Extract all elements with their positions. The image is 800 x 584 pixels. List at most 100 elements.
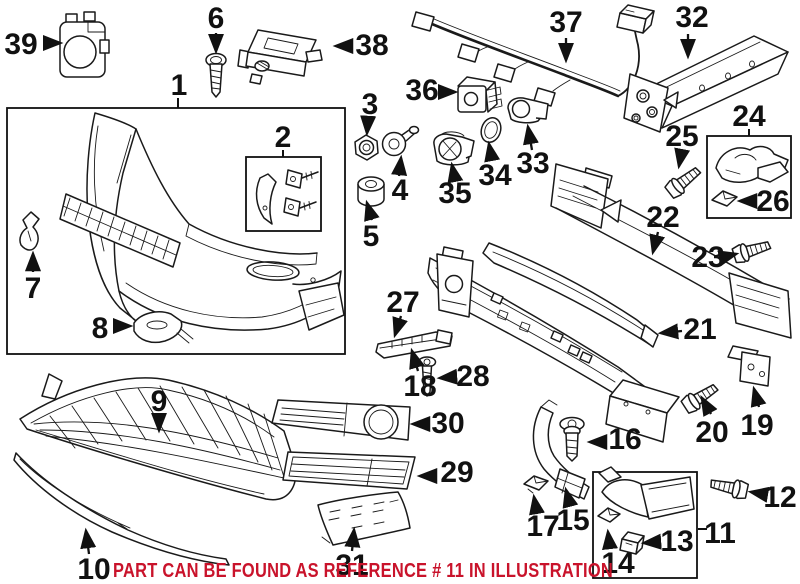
part-label-8: 8 [92,312,109,345]
part-label-33: 33 [516,147,549,180]
part-14-clip-drawing [597,507,621,523]
part-12-bolt-drawing [710,479,750,500]
part-label-34: 34 [478,159,512,192]
part-label-15: 15 [556,504,589,537]
part-36-sensor-retainer-drawing [457,76,503,113]
part-30-fog-grille-drawing [271,399,411,441]
arrow-10 [80,527,97,555]
arrow-17 [529,493,545,516]
part-label-18: 18 [403,370,436,403]
part-label-32: 32 [675,1,708,34]
part-5-grommet-drawing [357,176,385,207]
part-label-19: 19 [740,409,773,442]
part-10-trim-strip-drawing [13,452,230,566]
part-label-26: 26 [756,185,789,218]
part-label-5: 5 [363,220,380,253]
part-16-rivet-drawing [559,416,585,462]
part-label-4: 4 [392,174,409,207]
arrow-19 [750,385,767,408]
sensor-lens [63,35,97,69]
part-label-10: 10 [77,553,110,584]
part-6-screw-drawing [205,52,227,98]
part-21-absorber-drawing [482,242,659,348]
arrow-18 [409,347,425,372]
part-label-22: 22 [646,201,679,234]
part-label-13: 13 [660,525,693,558]
part-8-bracket-drawing [133,311,194,344]
part-1-bumper-cover-drawing [59,112,345,331]
part-label-23: 23 [691,241,724,274]
arrow-5 [364,199,380,222]
part-label-14: 14 [601,547,635,580]
arrow-4 [391,154,408,177]
part-label-29: 29 [440,456,473,489]
part-11-bracket-drawing [598,466,695,520]
arrow-33 [523,123,539,151]
callout-arrows [24,33,770,555]
arrow-25 [674,147,691,170]
part-27-rail-drawing [375,329,453,359]
part-label-30: 30 [431,407,464,440]
part-34-seal-ring-drawing [480,117,502,143]
part-38-module-drawing [237,29,323,85]
part-label-28: 28 [456,360,489,393]
part-label-1: 1 [171,69,188,102]
part-label-3: 3 [362,88,379,121]
arrow-27 [392,315,408,339]
part-label-7: 7 [25,272,42,305]
arrow-13 [640,533,662,550]
part-35-sensor-housing-drawing [433,131,475,166]
arrow-35 [447,161,464,184]
part-label-16: 16 [608,423,641,456]
group-box-part-11 [592,471,698,579]
arrow-3 [360,115,377,137]
part-37-harness-drawing [411,4,655,107]
part-18-reinforcement-drawing [427,246,680,443]
part-19-bracket-drawing [727,345,771,387]
part-31-plate-drawing [317,491,411,546]
arrow-22 [649,231,665,256]
part-7-bracket-drawing [19,211,40,251]
part-label-37: 37 [549,6,582,39]
part-33-parking-sensor-drawing [507,97,549,124]
arrow-23 [717,250,740,266]
part-17-clip-drawing [523,475,549,494]
part-label-9: 9 [151,385,168,418]
part-23-bolt-drawing [731,241,772,264]
arrow-12 [747,486,770,503]
part-22-impact-bar-drawing [550,163,792,339]
part-label-38: 38 [355,29,388,62]
part-labels: 1 2 3 4 5 6 7 8 9 10 11 12 13 14 15 16 1… [4,1,796,584]
part-4-push-rivet-drawing [381,125,420,157]
part-39-sensor-drawing [59,11,110,78]
arrow-28 [436,368,458,385]
reference-caption: PART CAN BE FOUND AS REFERENCE # 11 IN I… [113,560,613,582]
arrow-31 [344,526,361,552]
part-label-24: 24 [732,100,766,133]
part-label-21: 21 [683,313,716,346]
part-9-grille-drawing [19,373,297,501]
part-20-bolt-drawing [680,383,719,414]
part-label-17: 17 [526,510,559,543]
part-2-retainers-drawing [255,169,319,225]
part-label-35: 35 [438,177,471,210]
part-24-bracket-drawing [715,145,789,183]
part-26-clip-drawing [711,190,738,207]
part-32-beam-drawing [623,35,789,133]
part-label-11: 11 [704,517,736,550]
arrow-15 [562,486,579,509]
part-label-31: 31 [335,549,368,582]
part-label-27: 27 [386,286,419,319]
part-label-12: 12 [763,481,796,514]
part-label-25: 25 [665,120,698,153]
part-label-2: 2 [275,121,292,154]
part-label-20: 20 [695,416,728,449]
part-label-6: 6 [208,2,225,35]
part-29-grille-drawing [282,451,416,490]
part-label-39: 39 [4,28,37,61]
fog-lamp-recess [246,261,300,281]
part-25-bolt-drawing [664,167,702,199]
arrow-20 [700,394,718,417]
